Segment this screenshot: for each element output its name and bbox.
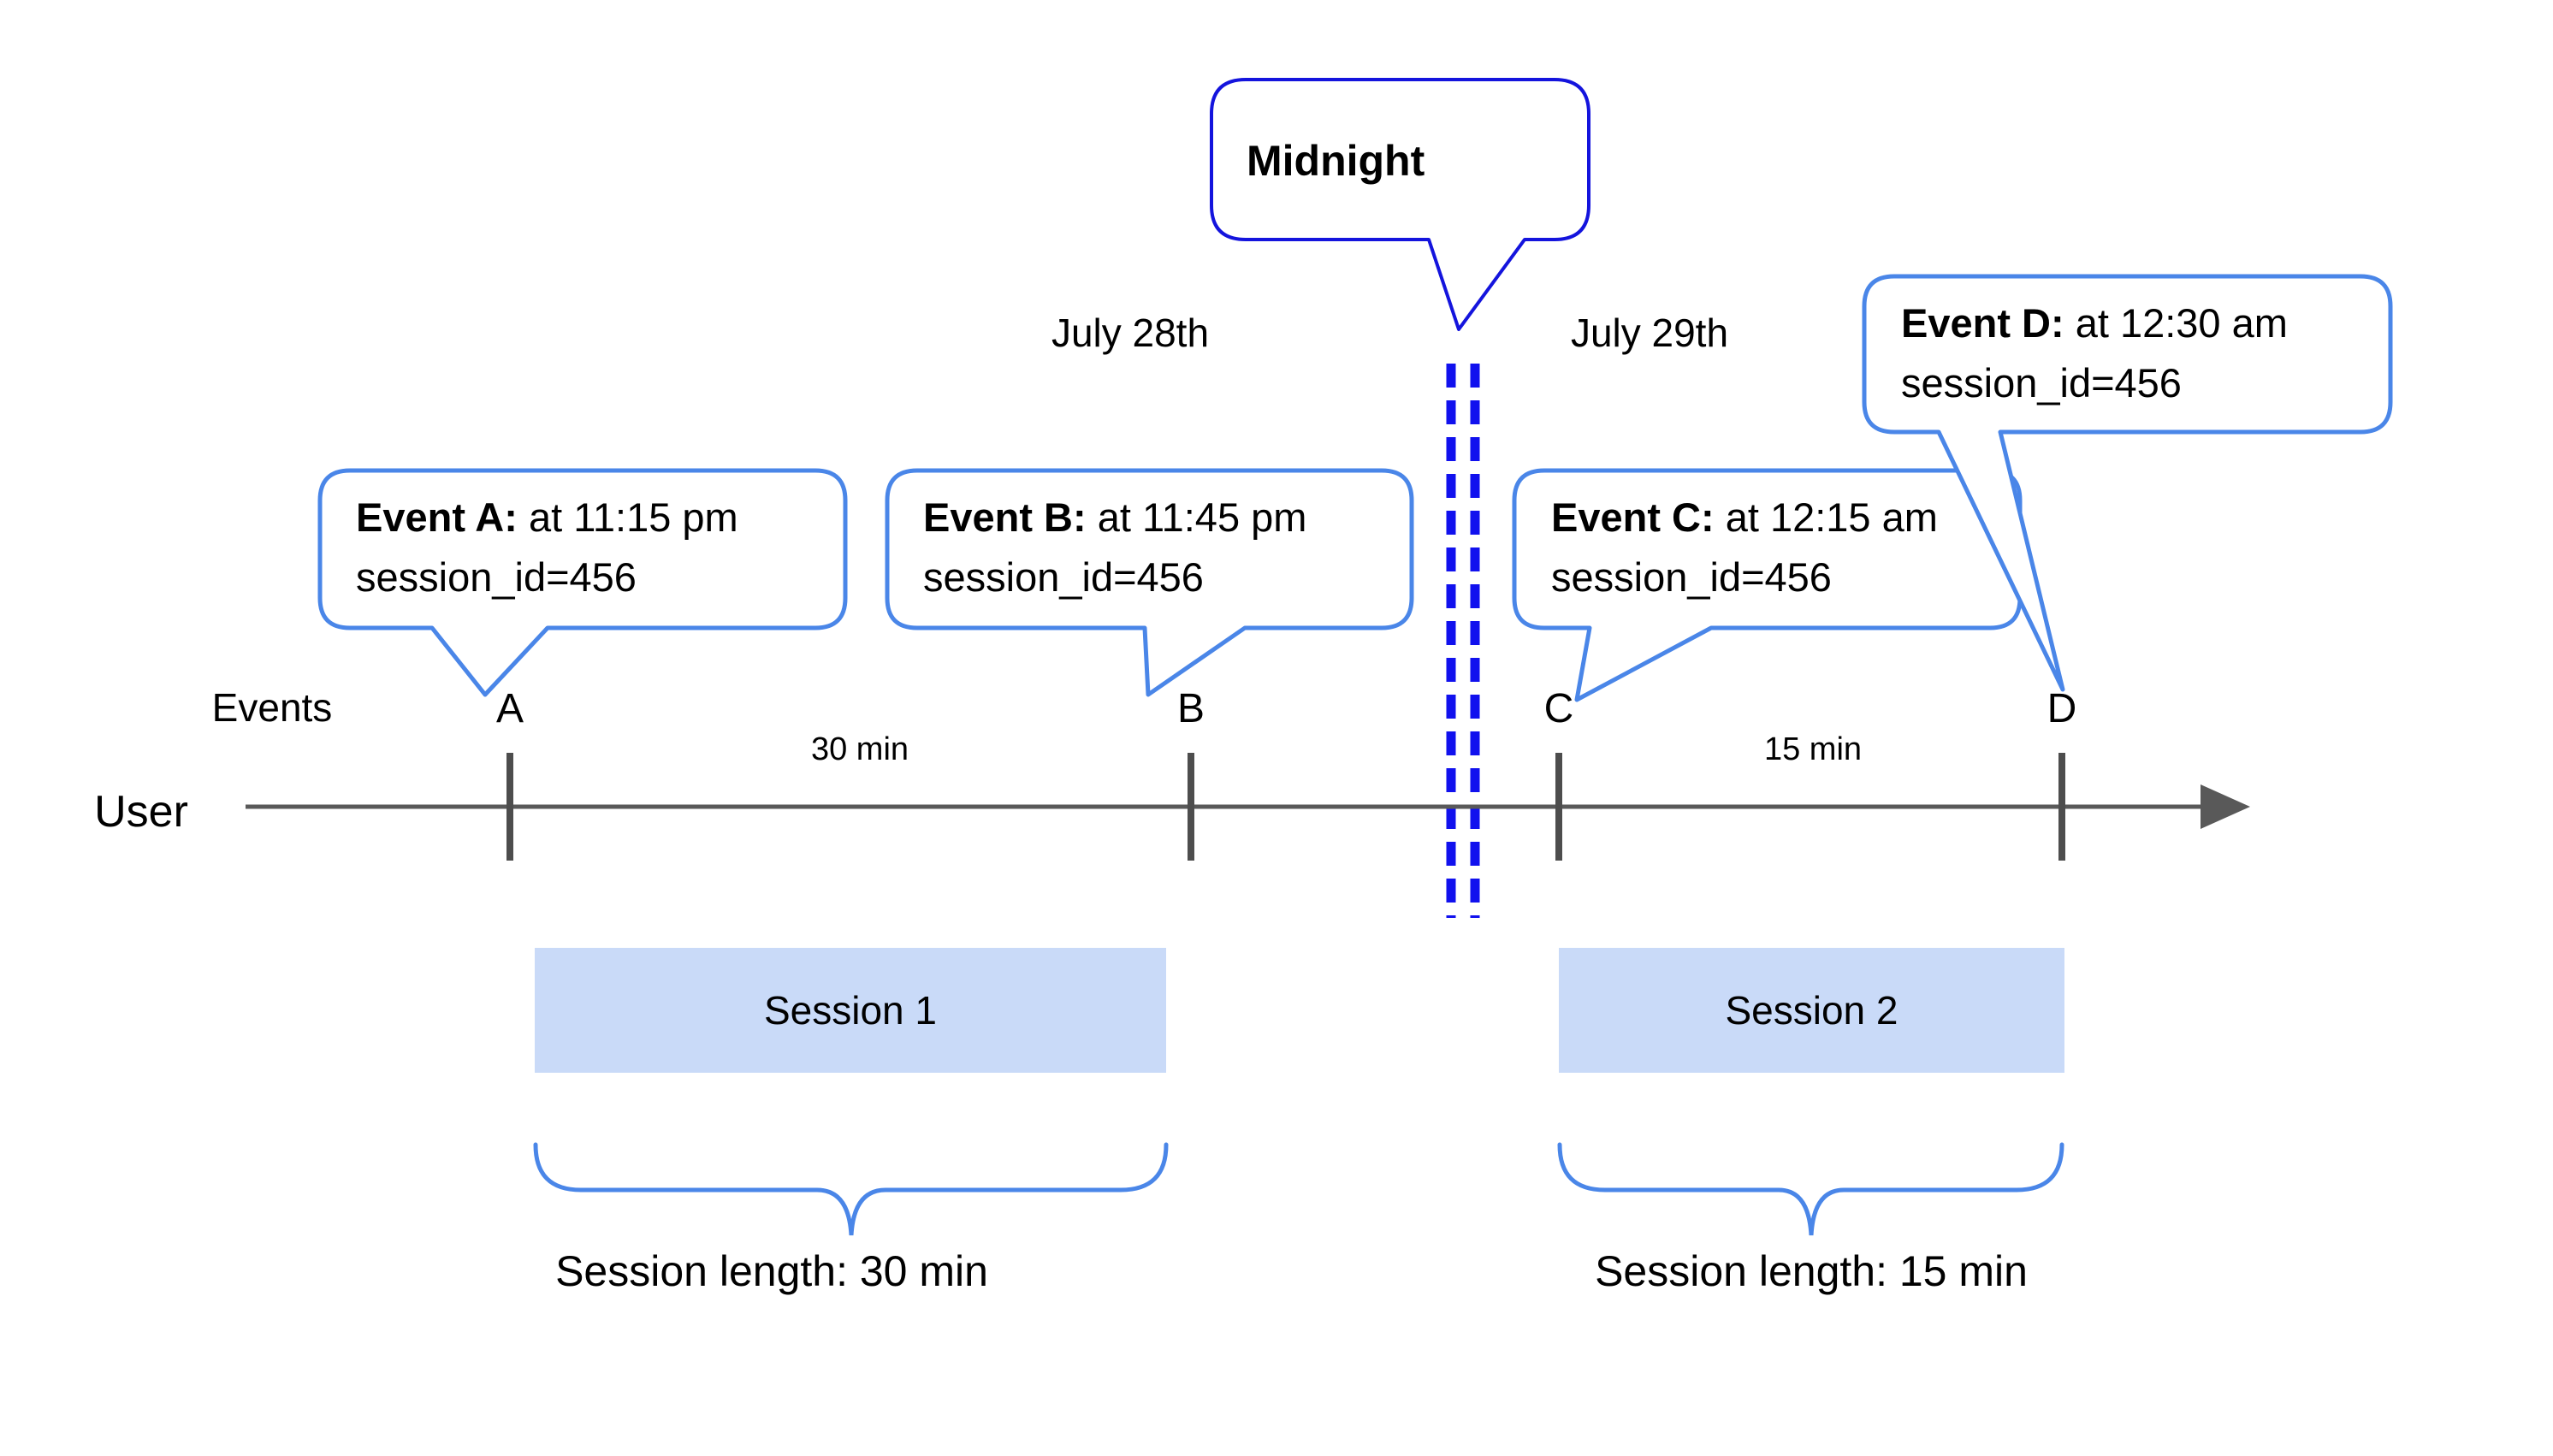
event-a-title: Event A: at 11:15 pm bbox=[356, 494, 738, 540]
timeline-arrowhead-icon bbox=[2201, 784, 2250, 829]
session-2-length-label: Session length: 15 min bbox=[1595, 1247, 2028, 1295]
midnight-label: Midnight bbox=[1247, 137, 1425, 185]
event-b-letter: B bbox=[1176, 686, 1205, 731]
event-a-callout-bubble bbox=[317, 468, 848, 697]
user-axis-label: User bbox=[94, 787, 188, 837]
date-july-28-label: July 28th bbox=[1051, 311, 1210, 355]
session-1-rect bbox=[535, 948, 1166, 1073]
session-2-rect bbox=[1559, 948, 2064, 1073]
event-a-letter: A bbox=[495, 686, 524, 731]
session-1-length-label: Session length: 30 min bbox=[555, 1247, 988, 1295]
event-c-session-id: session_id=456 bbox=[1551, 554, 1832, 600]
event-d-session-id: session_id=456 bbox=[1901, 360, 2182, 405]
event-b-title: Event B: at 11:45 pm bbox=[923, 494, 1307, 540]
date-july-29-label: July 29th bbox=[1570, 311, 1729, 355]
event-c-letter: C bbox=[1543, 686, 1574, 731]
event-d-callout-text: Event D: at 12:30 am session_id=456 bbox=[1901, 293, 2288, 413]
events-axis-label: Events bbox=[211, 685, 333, 730]
event-d-title: Event D: at 12:30 am bbox=[1901, 300, 2288, 346]
session-2-label: Session 2 bbox=[1725, 988, 1898, 1033]
event-d-letter: D bbox=[2047, 686, 2077, 731]
event-c-callout-text: Event C: at 12:15 am session_id=456 bbox=[1551, 488, 1938, 607]
event-a-session-id: session_id=456 bbox=[356, 554, 637, 600]
event-a-callout-text: Event A: at 11:15 pm session_id=456 bbox=[356, 488, 738, 607]
session-1-label: Session 1 bbox=[763, 988, 937, 1033]
event-b-callout-text: Event B: at 11:45 pm session_id=456 bbox=[923, 488, 1306, 607]
interval-15min-label: 15 min bbox=[1763, 731, 1863, 767]
event-b-callout-bubble bbox=[885, 468, 1414, 697]
session-2-brace bbox=[1557, 1142, 2064, 1236]
event-c-callout-bubble bbox=[1512, 468, 2023, 702]
interval-30min-label: 30 min bbox=[810, 731, 909, 767]
event-d-callout-bubble bbox=[1862, 274, 2393, 692]
event-c-title: Event C: at 12:15 am bbox=[1551, 494, 1938, 540]
midnight-callout-bubble bbox=[1210, 78, 1590, 331]
event-b-session-id: session_id=456 bbox=[923, 554, 1204, 600]
session-1-brace bbox=[533, 1142, 1169, 1236]
